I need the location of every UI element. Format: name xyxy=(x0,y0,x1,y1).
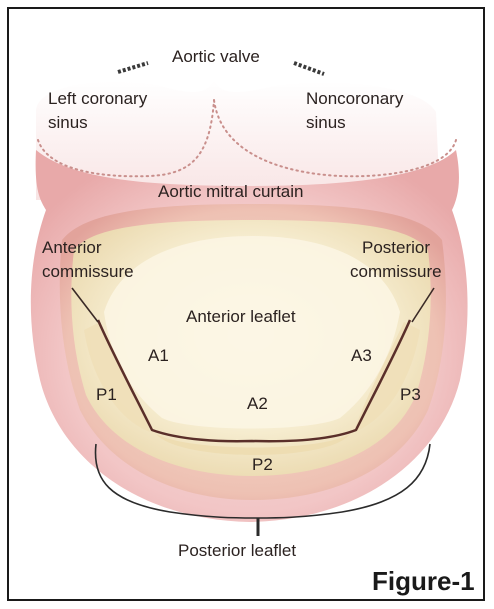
label-noncoronary-sinus-line2: sinus xyxy=(306,113,346,132)
figure-caption: Figure-1 xyxy=(372,566,475,596)
label-anterior-commissure-line1: Anterior xyxy=(42,238,102,257)
aortic-valve-dash-left xyxy=(118,63,148,72)
aortic-valve-dash-right xyxy=(294,63,324,74)
label-aortic-mitral-curtain: Aortic mitral curtain xyxy=(158,182,303,201)
label-p1: P1 xyxy=(96,385,117,404)
label-left-coronary-sinus-line2: sinus xyxy=(48,113,88,132)
label-a2: A2 xyxy=(247,394,268,413)
label-left-coronary-sinus-line1: Left coronary xyxy=(48,89,148,108)
label-p3: P3 xyxy=(400,385,421,404)
label-a1: A1 xyxy=(148,346,169,365)
label-a3: A3 xyxy=(351,346,372,365)
label-anterior-leaflet: Anterior leaflet xyxy=(186,307,296,326)
label-aortic-valve: Aortic valve xyxy=(172,47,260,66)
label-noncoronary-sinus-line1: Noncoronary xyxy=(306,89,404,108)
label-posterior-leaflet: Posterior leaflet xyxy=(178,541,296,560)
label-posterior-commissure-line1: Posterior xyxy=(362,238,430,257)
label-p2: P2 xyxy=(252,455,273,474)
label-posterior-commissure-line2: commissure xyxy=(350,262,442,281)
label-anterior-commissure-line2: commissure xyxy=(42,262,134,281)
